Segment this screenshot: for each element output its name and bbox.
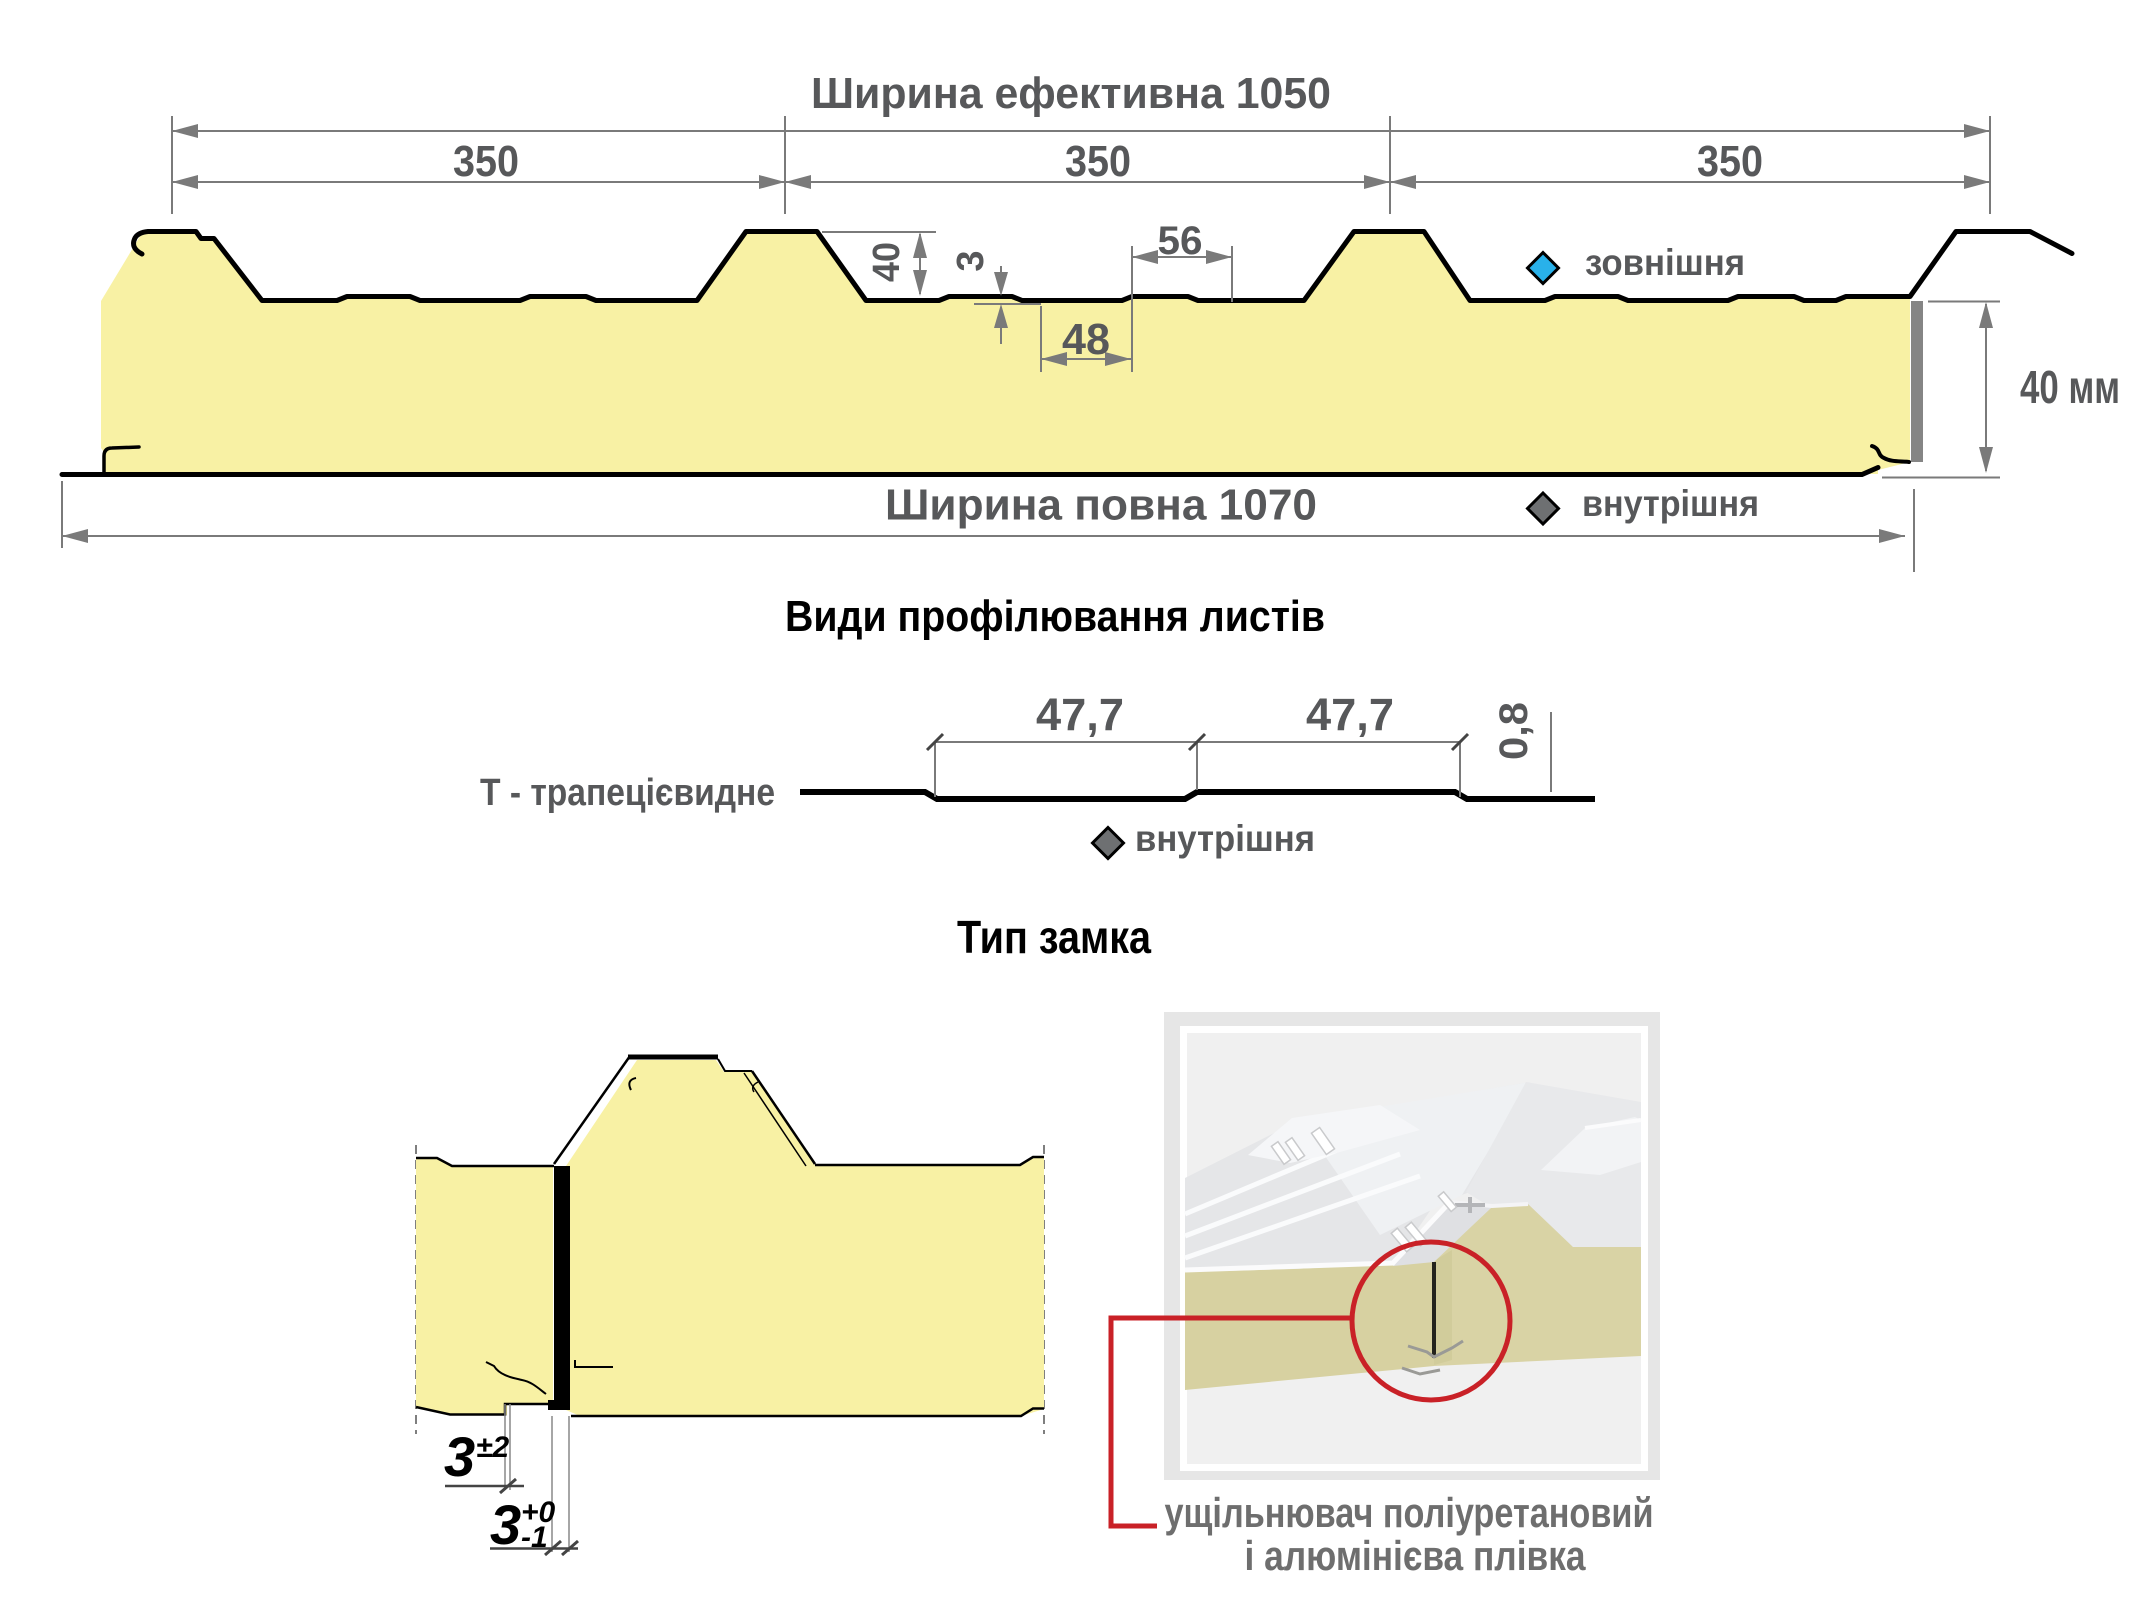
svg-text:+0: +0: [521, 1496, 556, 1529]
svg-text:47,7: 47,7: [1036, 689, 1124, 740]
svg-text:3: 3: [490, 1493, 521, 1556]
svg-text:47,7: 47,7: [1306, 689, 1394, 740]
svg-text:Ширина повна 1070: Ширина повна 1070: [885, 481, 1317, 530]
svg-text:40: 40: [866, 242, 908, 282]
svg-text:і алюмінієва плівка: і алюмінієва плівка: [1245, 1532, 1587, 1579]
svg-text:3: 3: [444, 1425, 475, 1488]
svg-text:Види профілювання листів: Види профілювання листів: [785, 592, 1325, 641]
svg-text:±2: ±2: [476, 1431, 509, 1464]
svg-text:внутрішня: внутрішня: [1582, 483, 1759, 524]
svg-text:350: 350: [1065, 137, 1131, 186]
svg-text:40 мм: 40 мм: [2020, 361, 2120, 413]
svg-text:350: 350: [453, 137, 519, 186]
svg-text:Т - трапецієвидне: Т - трапецієвидне: [480, 772, 775, 814]
svg-text:350: 350: [1697, 137, 1763, 186]
svg-text:ущільнювач поліуретановий: ущільнювач поліуретановий: [1165, 1489, 1654, 1536]
svg-text:Тип замка: Тип замка: [957, 911, 1151, 963]
svg-text:зовнішня: зовнішня: [1585, 242, 1745, 283]
svg-text:56: 56: [1158, 219, 1203, 263]
svg-text:-1: -1: [521, 1521, 548, 1554]
svg-text:Ширина ефективна 1050: Ширина ефективна 1050: [811, 69, 1331, 118]
svg-text:3: 3: [950, 250, 992, 271]
svg-text:48: 48: [1062, 315, 1110, 364]
svg-text:0,8: 0,8: [1492, 702, 1536, 760]
svg-text:внутрішня: внутрішня: [1135, 818, 1315, 859]
